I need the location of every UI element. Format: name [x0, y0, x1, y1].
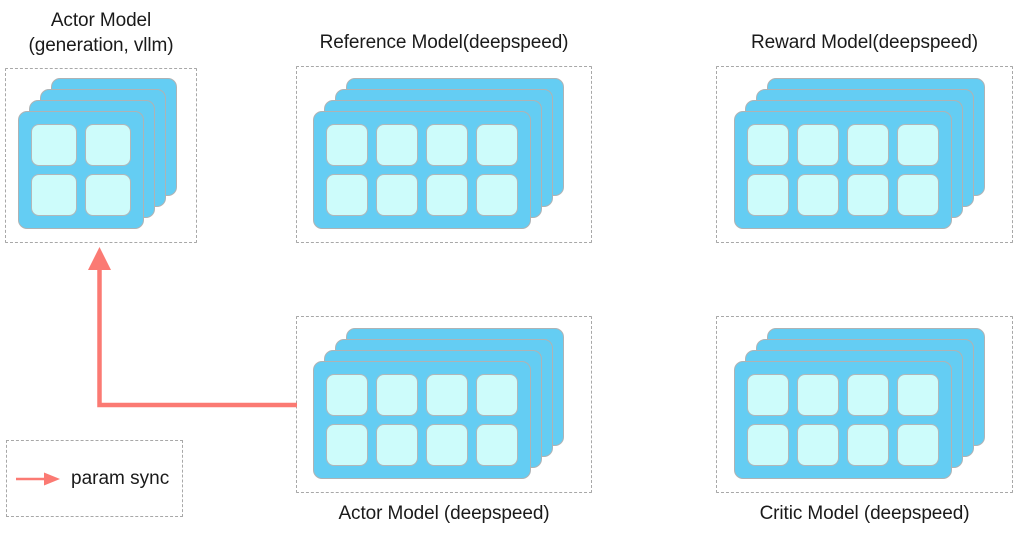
card-stack-reward[interactable] — [734, 78, 1000, 233]
card-cell — [31, 174, 77, 216]
card-cell — [31, 124, 77, 166]
card-cell — [476, 424, 518, 466]
card-cell — [476, 374, 518, 416]
card-cell — [747, 124, 789, 166]
legend-boundary — [6, 440, 183, 517]
card-cell — [897, 124, 939, 166]
card-cell — [376, 124, 418, 166]
param-sync-arrow-line — [97, 266, 297, 408]
legend-arrow-icon — [16, 472, 60, 485]
card-cell — [797, 374, 839, 416]
card-cell — [897, 174, 939, 216]
card-cell — [376, 174, 418, 216]
card-layer-1-front — [313, 361, 531, 479]
card-cell — [476, 124, 518, 166]
card-layer-1-front — [313, 111, 531, 229]
card-cell — [847, 424, 889, 466]
group-title-reward: Reward Model(deepspeed) — [751, 32, 978, 53]
card-cell — [747, 424, 789, 466]
card-cell — [326, 124, 368, 166]
card-cell — [426, 174, 468, 216]
card-cell — [326, 174, 368, 216]
card-layer-1-front — [734, 111, 952, 229]
card-cell — [847, 174, 889, 216]
card-cell — [897, 424, 939, 466]
card-cell — [85, 124, 131, 166]
card-cell — [747, 374, 789, 416]
card-cell — [326, 424, 368, 466]
card-cell — [85, 174, 131, 216]
card-cell — [847, 124, 889, 166]
card-stack-reference[interactable] — [313, 78, 579, 233]
card-cell — [797, 424, 839, 466]
group-boundary-reference — [296, 66, 592, 243]
card-stack-actor-vllm[interactable] — [18, 78, 186, 233]
card-stack-actor-deepspeed[interactable] — [313, 328, 579, 483]
group-title-actor-deepspeed: Actor Model (deepspeed) — [338, 503, 550, 524]
card-cell — [426, 424, 468, 466]
group-title-actor-vllm: Actor Model (generation, vllm) — [28, 10, 174, 56]
card-cell — [797, 124, 839, 166]
legend-label: param sync — [71, 467, 170, 489]
group-title-reference: Reference Model(deepspeed) — [319, 32, 569, 53]
card-cell — [376, 374, 418, 416]
param-sync-arrow-head — [88, 247, 111, 270]
card-cell — [747, 174, 789, 216]
card-cell — [476, 174, 518, 216]
card-cell — [426, 124, 468, 166]
group-boundary-reward — [716, 66, 1013, 243]
legend-param-sync: param sync — [6, 440, 183, 517]
card-cell — [797, 174, 839, 216]
card-cell — [376, 424, 418, 466]
group-boundary-actor-vllm — [5, 68, 197, 243]
card-cell — [426, 374, 468, 416]
card-cell — [326, 374, 368, 416]
card-layer-1-front — [734, 361, 952, 479]
group-title-critic: Critic Model (deepspeed) — [759, 503, 970, 524]
card-cell — [897, 374, 939, 416]
card-layer-1-front — [18, 111, 144, 229]
card-cell — [847, 374, 889, 416]
group-boundary-critic — [716, 316, 1013, 493]
card-stack-critic[interactable] — [734, 328, 1000, 483]
